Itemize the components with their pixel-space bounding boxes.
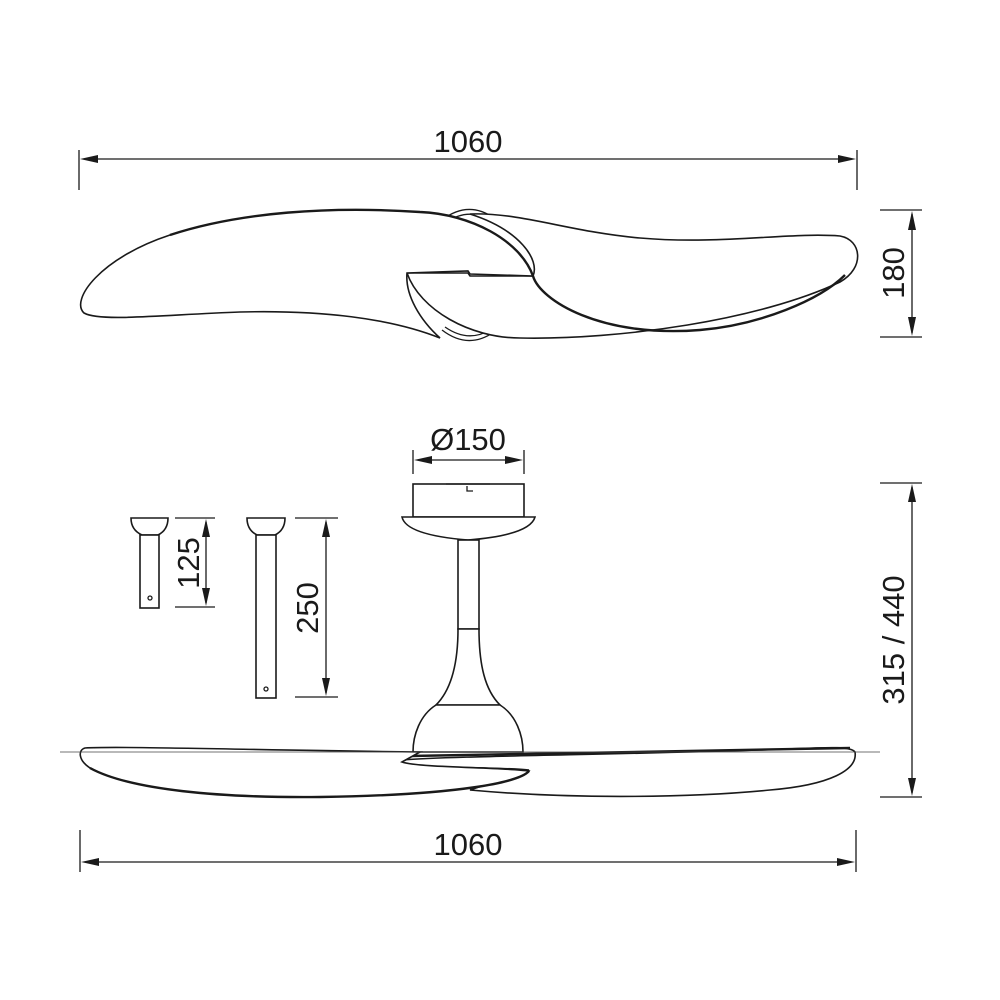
side-blades: [60, 746, 880, 799]
canopy-diameter-label: Ø150: [430, 422, 506, 457]
side-width-dimension: 1060: [79, 827, 857, 872]
canopy: [401, 483, 537, 541]
motor-housing: [412, 539, 524, 753]
downrod-short: 125: [130, 517, 215, 609]
top-width-dimension: 1060: [78, 124, 858, 190]
top-view: 1060 180: [78, 124, 922, 342]
side-blade-right: [401, 746, 856, 798]
top-height-label: 180: [876, 247, 911, 299]
top-blade-right: [405, 213, 859, 339]
side-width-label: 1060: [434, 827, 503, 862]
top-height-dimension: 180: [876, 209, 922, 338]
downrod-short-label: 125: [171, 537, 206, 589]
downrod-long: 250: [246, 517, 338, 699]
canopy-diameter-dimension: Ø150: [412, 422, 525, 474]
side-view: Ø150 315 /: [60, 422, 922, 872]
side-height-dimension: 315 / 440: [876, 482, 922, 798]
downrod-long-label: 250: [290, 582, 325, 634]
top-width-label: 1060: [434, 124, 503, 159]
side-height-label: 315 / 440: [876, 575, 911, 704]
